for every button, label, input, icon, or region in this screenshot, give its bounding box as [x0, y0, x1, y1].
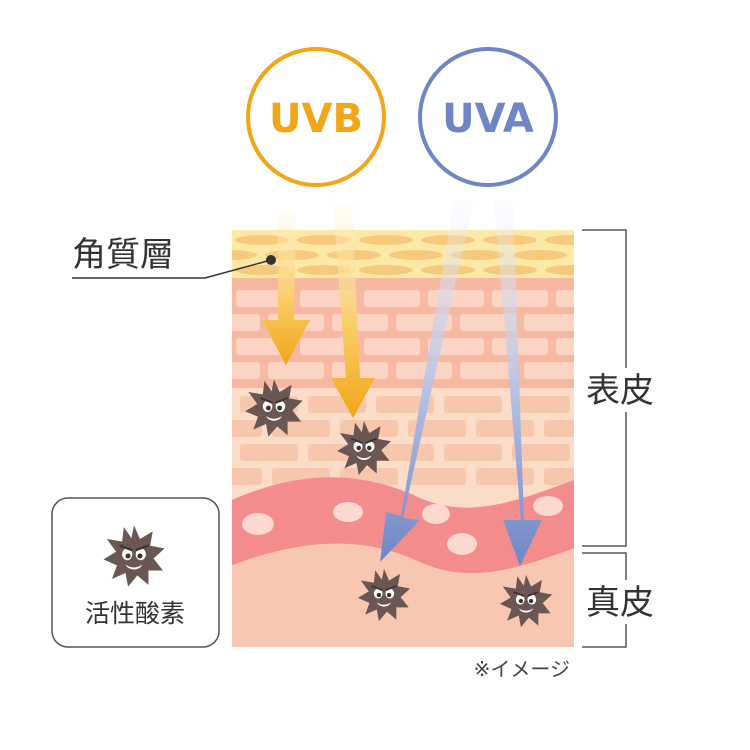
- epidermis-cell: [428, 290, 484, 307]
- corneum-cells: [173, 235, 574, 275]
- epidermis-cell: [300, 338, 356, 355]
- epidermis-cell: [396, 362, 452, 379]
- epidermis-cell: [232, 468, 262, 485]
- epidermis-cell: [460, 314, 516, 331]
- epidermis-cell: [544, 468, 574, 485]
- uvb-arrows: [262, 205, 375, 418]
- corneum-cell: [545, 235, 574, 245]
- corneum-callout: 角質層: [72, 235, 276, 279]
- corneum-cell: [173, 235, 227, 245]
- epidermis-cell: [408, 468, 466, 485]
- epidermis-cell: [556, 338, 574, 355]
- legend-box: 活性酸素: [51, 497, 220, 648]
- corneum-cell: [389, 250, 443, 260]
- epidermis-cell: [524, 362, 574, 379]
- epidermis-label: 表皮: [586, 371, 654, 411]
- epidermis-cell: [556, 290, 574, 307]
- uva-arrow-2: [494, 200, 542, 566]
- corneum-cell: [235, 235, 289, 245]
- epidermis-cell: [460, 362, 516, 379]
- epidermis-cell: [332, 314, 388, 331]
- epidermis-cell: [512, 444, 570, 461]
- epidermis-cell: [268, 362, 324, 379]
- epidermis-cell: [232, 314, 260, 331]
- epidermis-cell: [232, 362, 260, 379]
- corneum-cell: [359, 265, 413, 275]
- corneum-cell: [235, 265, 289, 275]
- uvb-arrow-1: [262, 212, 310, 365]
- corneum-label: 角質層: [72, 235, 174, 275]
- epidermis-cell: [512, 396, 570, 413]
- epidermis-cell: [476, 468, 534, 485]
- image-note: ※イメージ: [474, 657, 570, 681]
- corneum-cell: [232, 250, 257, 260]
- epidermis-cell: [492, 338, 548, 355]
- epidermis-cell: [492, 290, 548, 307]
- epidermis-cell: [476, 420, 534, 437]
- uvb-circle: UVB: [246, 47, 386, 187]
- corneum-cell: [545, 265, 574, 275]
- dermis-band-cells: [242, 496, 563, 555]
- corneum-cell: [359, 235, 413, 245]
- epidermis-cell: [364, 338, 420, 355]
- dermis-label: 真皮: [586, 583, 654, 623]
- corneum-cell: [513, 250, 567, 260]
- uvb-label: UVB: [269, 96, 363, 142]
- corneum-cell: [297, 265, 351, 275]
- uvb-arrow-2: [331, 205, 375, 418]
- uva-label: UVA: [442, 96, 534, 142]
- epidermis-cell: [524, 314, 574, 331]
- epidermis-cell: [332, 362, 388, 379]
- epidermis-cell: [376, 444, 434, 461]
- epidermis-cell: [364, 290, 420, 307]
- legend-label: 活性酸素: [85, 599, 185, 628]
- epidermis-cell: [444, 444, 502, 461]
- corneum-cell: [451, 250, 505, 260]
- epidermis-cell: [232, 420, 262, 437]
- uva-circle: UVA: [418, 47, 558, 187]
- uva-arrows: [380, 200, 542, 566]
- uva-arrow-1: [380, 200, 474, 562]
- epidermis-cell: [240, 444, 298, 461]
- epidermis-cell: [544, 420, 574, 437]
- epidermis-cell: [444, 396, 502, 413]
